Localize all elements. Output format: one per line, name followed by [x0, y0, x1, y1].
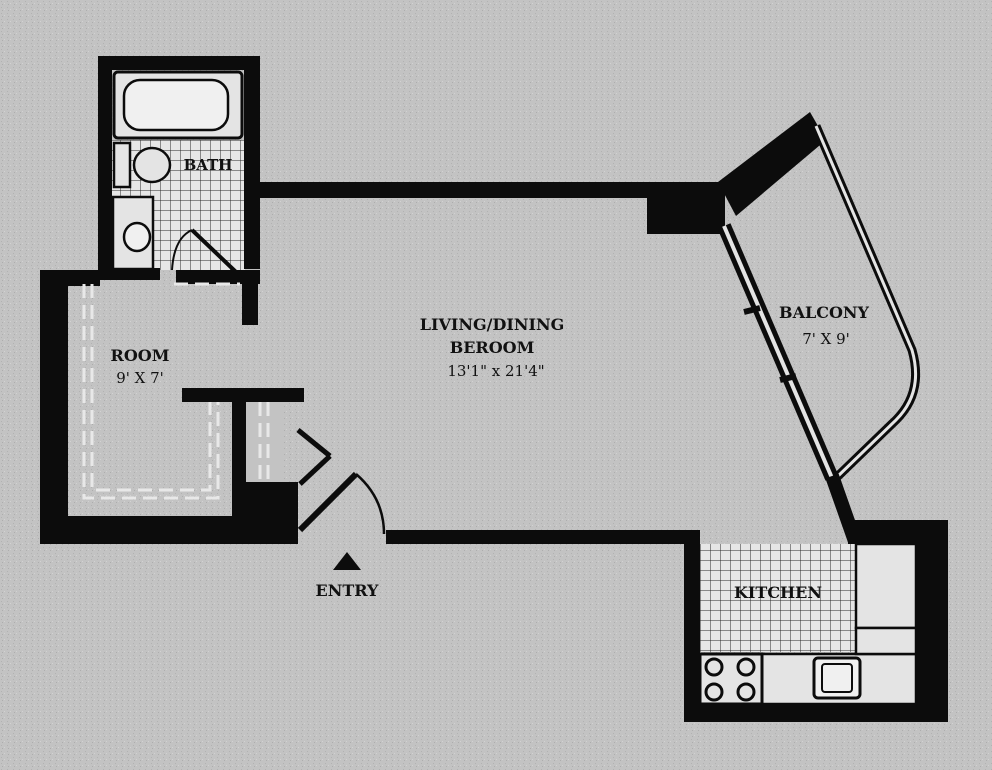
closet-block: [246, 482, 298, 544]
room-size: 9' X 7': [116, 369, 164, 387]
balcony-wall-wedge: [718, 112, 826, 216]
sliding-door-glass: [722, 225, 834, 479]
balcony-rail-inner: [814, 125, 918, 480]
bathroom: BATH: [98, 56, 260, 280]
top-right-wall-block: [647, 182, 725, 234]
kitchen-counter-upper: [854, 626, 918, 656]
stove-burner-icon: [704, 657, 724, 677]
bath-wall-left: [98, 56, 112, 274]
entry-label: ENTRY: [316, 581, 380, 600]
living-label-line2: BEROOM: [450, 338, 535, 357]
kitchen-wall-bottom: [684, 704, 948, 722]
entry-door-swing: [355, 473, 386, 535]
kitchen-wall-left: [684, 530, 700, 722]
refrigerator: [854, 542, 918, 630]
stove-burner-icon: [736, 657, 756, 677]
kitchen-wall-top-right: [848, 520, 948, 544]
living-label-line1: LIVING/DINING: [420, 315, 565, 334]
stove-burner-icon: [704, 682, 724, 702]
kitchen-floor-tile: [698, 544, 860, 652]
kitchen: KITCHEN: [684, 520, 948, 722]
kitchen-sink: [812, 656, 862, 700]
closet-dashed-outline: [82, 284, 220, 500]
walls: [40, 112, 826, 544]
room-label: ROOM: [111, 346, 170, 365]
room-wall-top-right: [176, 270, 260, 284]
kitchen-label: KITCHEN: [734, 583, 822, 602]
bath-label: BATH: [184, 156, 233, 174]
balcony-label: BALCONY: [779, 303, 869, 322]
closet-door-leaf: [296, 428, 332, 458]
bath-wall-top: [98, 56, 258, 70]
toilet-tank: [112, 141, 132, 189]
bath-wall-right: [244, 56, 260, 269]
kitchen-sink-basin: [821, 663, 853, 693]
entry-door: ENTRY: [296, 428, 386, 600]
room-closet-lines: [82, 282, 270, 500]
balcony-size: 7' X 9': [802, 330, 850, 348]
living-size: 13'1" x 21'4": [447, 362, 544, 380]
partition-vertical: [232, 388, 246, 536]
kitchen-wall-right: [916, 520, 948, 722]
room-wall-stub: [242, 270, 258, 325]
sliding-door-mullion-2: [779, 373, 797, 383]
closet-dashed-inner: [90, 284, 212, 492]
bath-door: [190, 228, 238, 274]
sliding-door-mullion-1: [743, 305, 761, 315]
bath-sink: [122, 221, 152, 253]
closet-floor: [246, 402, 284, 482]
entry-door-leaf: [297, 471, 359, 533]
bath-wall-bottom: [98, 268, 160, 280]
bathtub-basin: [122, 78, 230, 132]
room-wall-left: [40, 270, 68, 544]
bath-door-swing: [171, 229, 193, 271]
entry-arrow-icon: [333, 552, 361, 570]
living-wall-bottom: [386, 530, 686, 544]
living-wall-top: [258, 182, 672, 198]
toilet-bowl: [132, 146, 172, 184]
closet-door-leaf-2: [298, 454, 332, 486]
stove-burner-icon: [736, 682, 756, 702]
